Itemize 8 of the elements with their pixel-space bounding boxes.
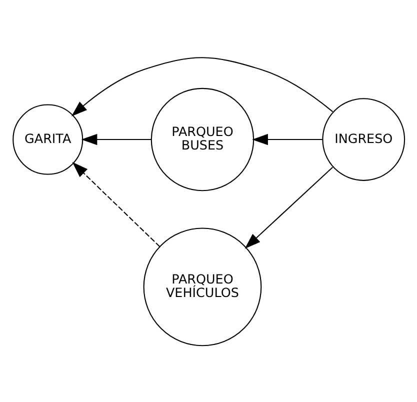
arrow <box>70 56 333 116</box>
node-circle: INGRESO <box>322 98 405 180</box>
node-circle: PARQUEO BUSES <box>150 87 254 191</box>
node-circle: GARITA <box>12 104 83 174</box>
arrow <box>80 133 151 145</box>
arrow <box>72 162 160 247</box>
arrow <box>244 166 333 248</box>
arrow <box>252 133 322 145</box>
